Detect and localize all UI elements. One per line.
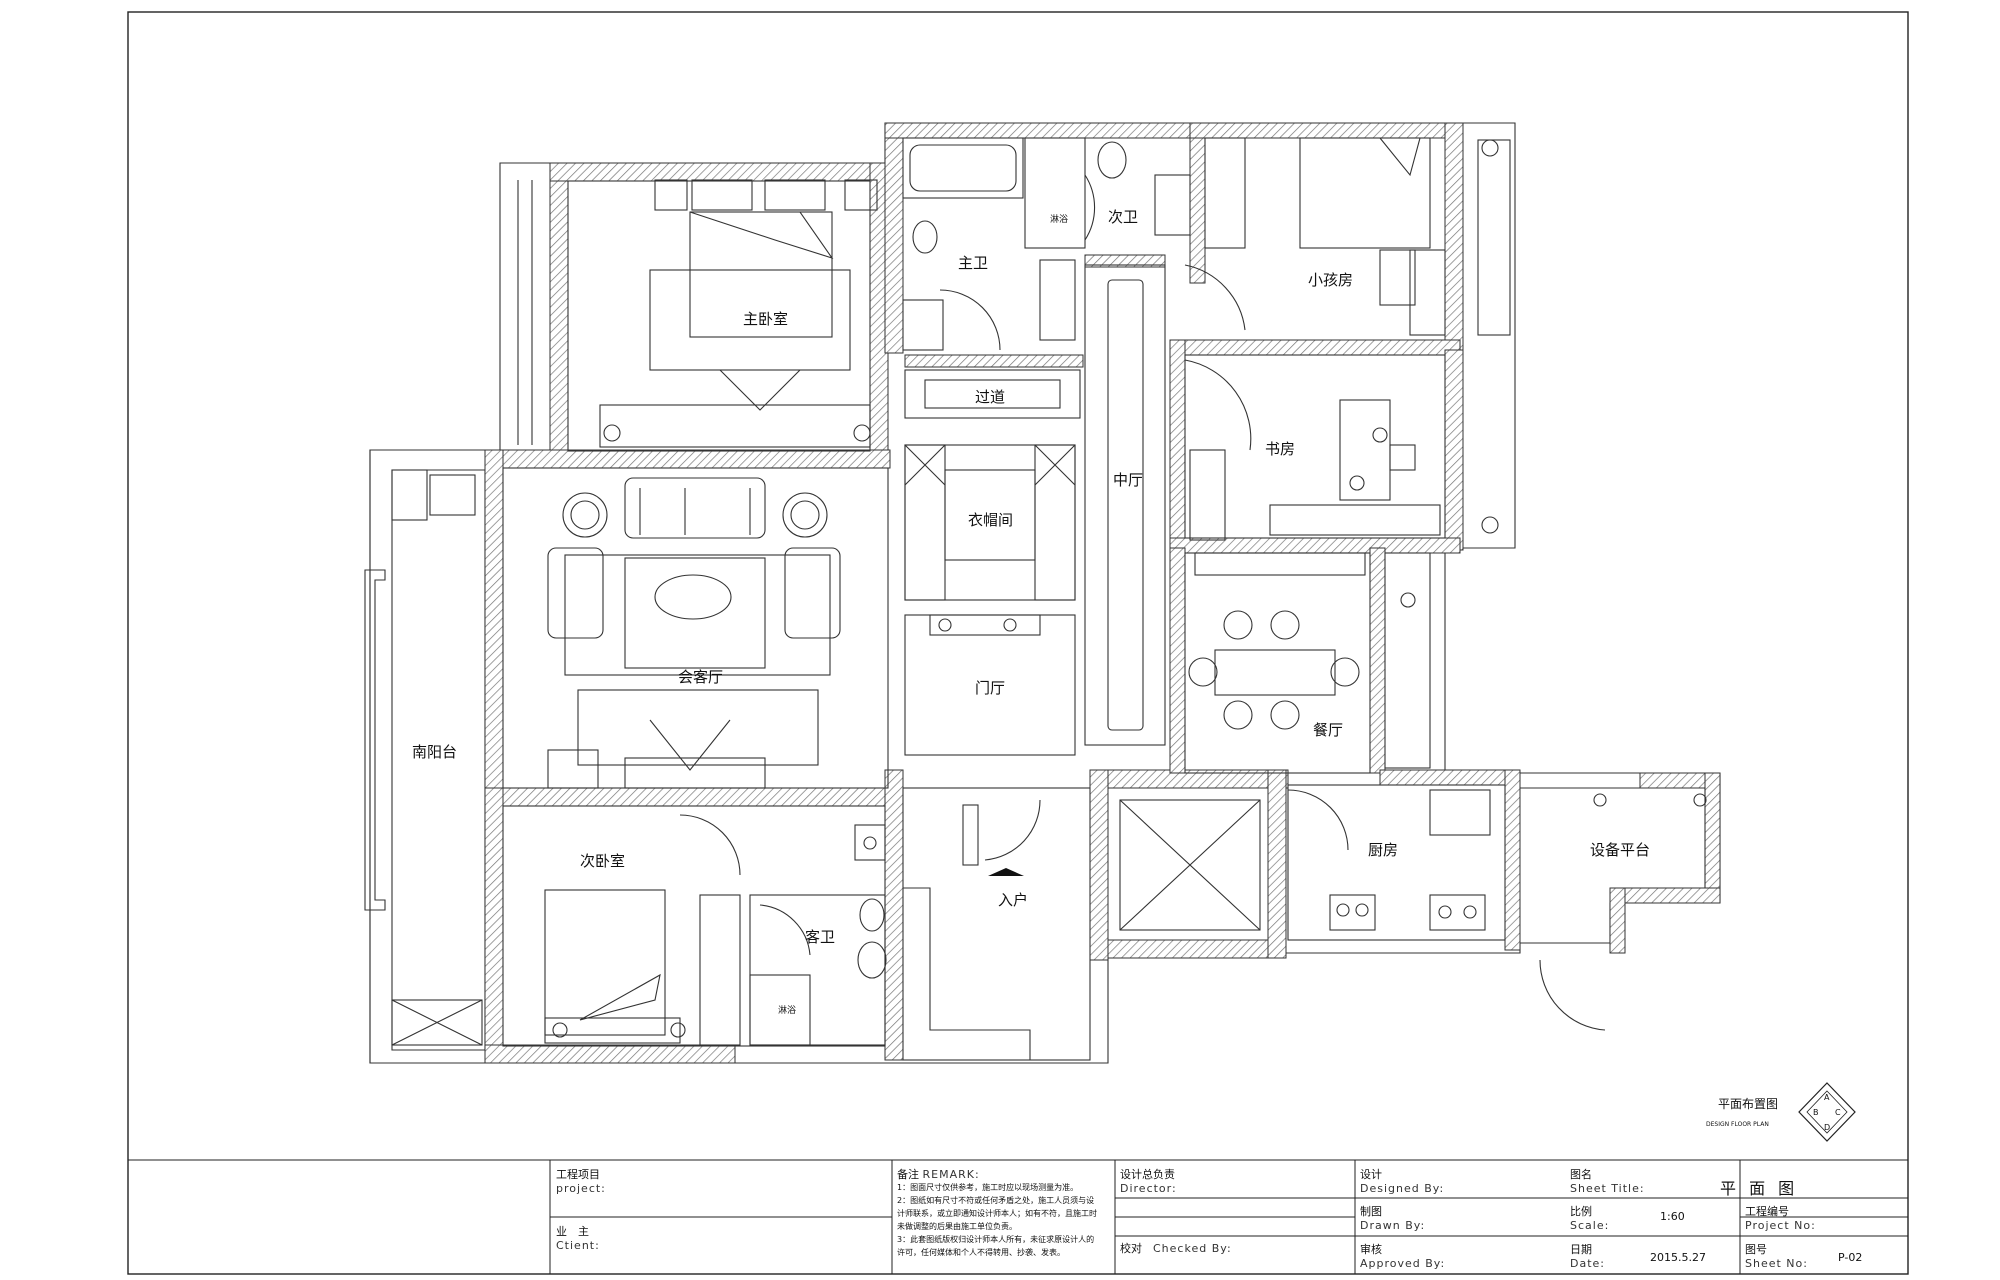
drawn-label: 制图 — [1360, 1205, 1382, 1218]
stamp-letter-c: C — [1835, 1108, 1841, 1117]
room-label-corridor: 过道 — [975, 388, 1005, 406]
room-label-equipment-platform: 设备平台 — [1590, 841, 1650, 859]
remark-label-en: REMARK: — [922, 1168, 980, 1181]
room-labels: 主卧室 主卫 次卫 小孩房 过道 书房 中厅 衣帽间 会客厅 南阳台 门厅 餐厅… — [412, 208, 1650, 1016]
remark-note-3: 3：此套图纸版权归设计师本人所有，未征求原设计人的许可，任何媒体和个人不得转用、… — [897, 1235, 1095, 1257]
project-no-label: 工程编号 — [1745, 1205, 1789, 1218]
remark-label-cn: 备注 — [897, 1168, 919, 1181]
approved-label: 审核 — [1360, 1243, 1382, 1256]
project-no-label-en: Project No: — [1745, 1219, 1816, 1232]
checked-label: 校对 Checked By: — [1120, 1240, 1232, 1256]
entrance-arrow-icon — [988, 868, 1024, 876]
stamp-title: 平面布置图 — [1718, 1097, 1778, 1111]
stamp-letter-d: D — [1824, 1123, 1830, 1132]
client-label-en: Ctient: — [556, 1239, 600, 1252]
director-label: 设计总负责 — [1120, 1168, 1175, 1181]
director-label-en: Director: — [1120, 1182, 1177, 1195]
sheet-title-label: 图名 — [1570, 1168, 1592, 1181]
room-label-entrance: 入户 — [998, 891, 1028, 909]
room-label-second-bedroom: 次卧室 — [580, 852, 625, 870]
room-label-kitchen: 厨房 — [1368, 841, 1398, 859]
room-label-cloakroom: 衣帽间 — [968, 511, 1013, 529]
room-label-master-bath: 主卫 — [958, 254, 988, 272]
sheet-title-label-en: Sheet Title: — [1570, 1182, 1645, 1195]
client-label: 业 主 — [556, 1225, 589, 1238]
room-label-study: 书房 — [1265, 440, 1295, 458]
scale-label: 比例 — [1570, 1205, 1592, 1218]
room-label-guest-bath: 客卫 — [805, 928, 835, 946]
room-label-foyer: 门厅 — [975, 679, 1005, 697]
room-label-shower-1: 淋浴 — [1050, 213, 1068, 225]
drawn-label-en: Drawn By: — [1360, 1219, 1426, 1232]
room-label-middle-hall: 中厅 — [1113, 471, 1143, 489]
designed-label-en: Designed By: — [1360, 1182, 1445, 1195]
stamp-letter-a: A — [1824, 1093, 1830, 1102]
remark-label: 备注 REMARK: — [897, 1166, 980, 1182]
designed-label: 设计 — [1360, 1168, 1382, 1181]
room-label-south-balcony: 南阳台 — [412, 743, 457, 761]
project-label-en: project: — [556, 1182, 606, 1195]
project-label: 工程项目 — [556, 1168, 600, 1181]
room-label-shower-2: 淋浴 — [778, 1004, 796, 1016]
room-label-master-bedroom: 主卧室 — [743, 310, 788, 328]
checked-label-en: Checked By: — [1153, 1242, 1232, 1255]
date-label-en: Date: — [1570, 1257, 1605, 1270]
remark-note-1: 1：图面尺寸仅供参考，施工时应以现场测量为准。 — [897, 1183, 1079, 1192]
title-block-grid — [127, 1159, 1909, 1275]
stamp-subtitle: DESIGN FLOOR PLAN — [1706, 1121, 1769, 1128]
sheet-no-value: P-02 — [1838, 1251, 1863, 1264]
room-label-kids-room: 小孩房 — [1308, 271, 1353, 289]
scale-value: 1:60 — [1660, 1210, 1685, 1223]
stamp-diamond-icon — [1798, 1082, 1856, 1142]
remark-note-2: 2：图纸如有尺寸不符或任何矛盾之处，施工人员须与设计师联系，或立即通知设计师本人… — [897, 1196, 1097, 1231]
stamp-letter-b: B — [1813, 1108, 1819, 1117]
sheet-no-label-en: Sheet No: — [1745, 1257, 1808, 1270]
approved-label-en: Approved By: — [1360, 1257, 1446, 1270]
scale-label-en: Scale: — [1570, 1219, 1610, 1232]
drawing-frame — [127, 11, 1909, 1275]
date-label: 日期 — [1570, 1243, 1592, 1256]
sheet-title-value: 平 面 图 — [1720, 1179, 1799, 1198]
sheet-no-label: 图号 — [1745, 1243, 1767, 1256]
plan-stamp: 平面布置图 DESIGN FLOOR PLAN A B C D — [1706, 1082, 1856, 1142]
room-label-dining: 餐厅 — [1313, 721, 1343, 739]
date-value: 2015.5.27 — [1650, 1251, 1706, 1264]
room-label-living-room: 会客厅 — [678, 668, 723, 686]
room-label-second-bath: 次卫 — [1108, 208, 1138, 226]
checked-label-cn: 校对 — [1120, 1242, 1142, 1255]
